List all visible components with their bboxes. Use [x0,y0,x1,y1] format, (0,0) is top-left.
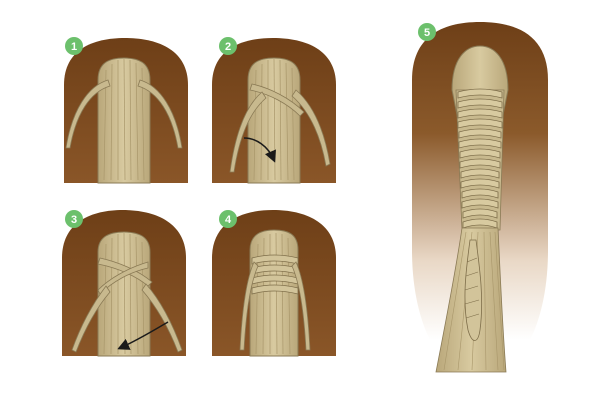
step-number: 5 [424,27,430,39]
step-badge: 5 [418,23,436,41]
step-badge: 4 [219,210,237,228]
step-number: 4 [225,214,232,226]
step-badge: 3 [65,210,83,228]
step-4-panel: 4 [212,210,336,356]
step-3-panel: 3 [62,210,186,356]
step-2-panel: 2 [212,37,336,183]
step-badge: 1 [65,37,83,55]
step-number: 1 [71,41,77,53]
step-number: 3 [71,214,77,226]
step-badge: 2 [219,37,237,55]
step-number: 2 [225,41,231,53]
step-1-panel: 1 [64,37,188,183]
step-5-panel: 5 [412,22,548,372]
